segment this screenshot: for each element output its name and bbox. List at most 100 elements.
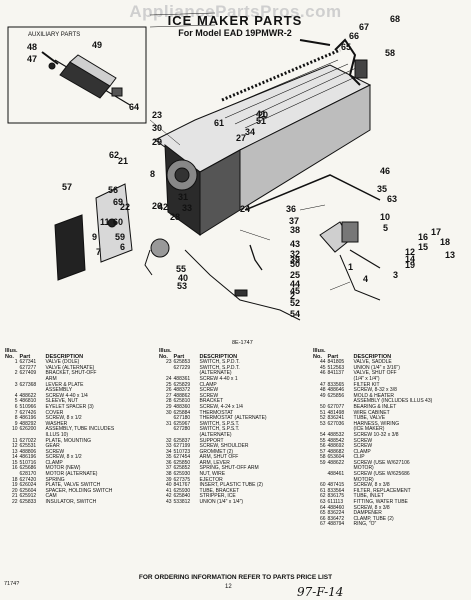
part-description: VALVE, SHUT OFF bbox=[353, 370, 397, 377]
col-header-description: DESCRIPTION bbox=[353, 353, 392, 360]
water-valve bbox=[319, 221, 381, 269]
part-description: DAMPENER bbox=[353, 510, 382, 517]
part-number: 488646 bbox=[327, 387, 345, 394]
callout-number: 49 bbox=[92, 40, 102, 50]
callout-number: 41 bbox=[256, 109, 266, 119]
callout-number: 68 bbox=[390, 14, 400, 24]
part-description: GROMMET (2) bbox=[199, 448, 234, 455]
callout-number: 31 bbox=[178, 192, 188, 202]
col-header-part: Part bbox=[19, 353, 31, 360]
callout-number: 40 bbox=[178, 273, 188, 283]
part-number: 625810 bbox=[173, 398, 191, 405]
illus-number: 8 bbox=[14, 415, 18, 422]
part-number: 486196 bbox=[19, 415, 37, 422]
part-description: UNION (1/4" x 1/4") bbox=[199, 499, 244, 506]
part-number: 836241 bbox=[327, 415, 345, 422]
callout-number: 26 bbox=[152, 201, 162, 211]
part-description: CLAMP bbox=[199, 381, 217, 388]
illus-number: 36 bbox=[165, 459, 172, 466]
part-description: ARM, SHUT OFF bbox=[199, 454, 239, 461]
part-description: VALVE (ALTERNATE) bbox=[45, 364, 95, 371]
part-description: SCREW bbox=[45, 448, 65, 455]
callout-number: 50 bbox=[290, 259, 300, 269]
part-number: 627077 bbox=[327, 403, 345, 410]
illus-number: 49 bbox=[319, 392, 326, 399]
part-description: CLIP bbox=[353, 454, 365, 461]
part-description: SLEEVE, NUT bbox=[45, 398, 79, 405]
inlet-fitting bbox=[299, 38, 368, 86]
callout-number: 1 bbox=[348, 262, 353, 272]
part-number: 625604 bbox=[19, 487, 37, 494]
part-number: 488360 bbox=[173, 403, 191, 410]
illus-number: 59 bbox=[319, 459, 326, 466]
part-number: 627426 bbox=[19, 409, 37, 416]
part-number: 611113 bbox=[327, 499, 344, 506]
callout-number: 23 bbox=[152, 110, 162, 120]
part-description: TUBE, INLET bbox=[353, 493, 384, 500]
callout-number: 47 bbox=[27, 54, 37, 64]
callout-number: 43 bbox=[290, 239, 300, 249]
part-number: 626024 bbox=[19, 482, 37, 489]
part-number: 627454 bbox=[173, 454, 191, 461]
part-number: 627036 bbox=[327, 420, 345, 427]
table-header-row: Illus.No. Part DESCRIPTION bbox=[158, 348, 306, 360]
callout-number: 9 bbox=[92, 232, 97, 242]
part-description: SCREW, 8 x 3/8 bbox=[353, 482, 390, 489]
table-row: ILLUS 10) bbox=[4, 432, 152, 439]
illus-number: 7 bbox=[14, 409, 18, 416]
illus-number: 39 bbox=[165, 476, 172, 483]
part-number: 653604 bbox=[327, 454, 345, 461]
illus-number: 5 bbox=[14, 398, 18, 405]
part-number: 625852 bbox=[173, 465, 191, 472]
part-number: 627180 bbox=[173, 415, 191, 422]
illus-number: 4 bbox=[14, 392, 18, 399]
part-description: SCREW, SHOULDER bbox=[199, 443, 249, 450]
part-number: 627375 bbox=[173, 476, 191, 483]
callout-number: 69 bbox=[113, 197, 123, 207]
table-row: MOTOR) bbox=[312, 466, 468, 472]
part-description: ASSEMBLY, TUBE INCLUDES bbox=[45, 426, 115, 433]
part-description: PLATE, VALVE SWITCH bbox=[45, 482, 101, 489]
part-description: SWITCH, S.P.D.T. bbox=[199, 359, 240, 366]
illus-number: 23 bbox=[165, 359, 172, 366]
part-description: SCREW bbox=[199, 387, 219, 394]
illus-number: 11 bbox=[12, 437, 18, 444]
part-number: 625930 bbox=[173, 471, 191, 478]
col-header-illus-no: Illus.No. bbox=[5, 348, 18, 360]
part-description: ASSEMBLY (INCLUDES ILLUS 43) bbox=[353, 398, 433, 405]
part-number: 625856 bbox=[327, 392, 345, 399]
callout-number: 12 bbox=[405, 247, 415, 257]
illus-number: 45 bbox=[319, 364, 326, 371]
part-description: UNION (1/4" x 3/16") bbox=[353, 364, 400, 371]
part-description: COVER bbox=[45, 409, 64, 416]
col-header-part: Part bbox=[173, 353, 185, 360]
part-number: 533812 bbox=[173, 499, 191, 506]
table-header-row: Illus.No. Part DESCRIPTION bbox=[4, 348, 152, 360]
part-description: CAM bbox=[45, 493, 57, 500]
part-description: SUPPORT bbox=[199, 437, 224, 444]
illus-number: 27 bbox=[165, 392, 172, 399]
part-description: MOTOR) bbox=[353, 476, 374, 483]
callout-number: 5 bbox=[383, 223, 388, 233]
